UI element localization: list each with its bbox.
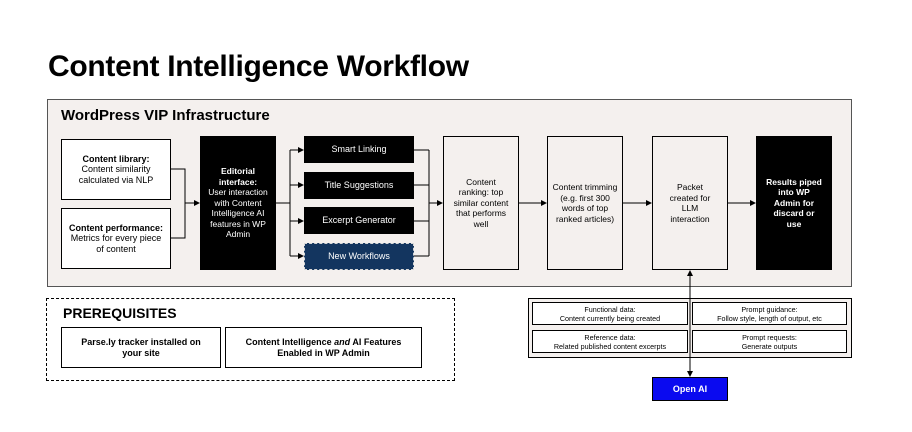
excerpt-generator-box: Excerpt Generator bbox=[304, 207, 414, 234]
prerequisites-panel bbox=[46, 298, 455, 381]
connector-performance bbox=[171, 203, 186, 239]
editorial-interface-heading: Editorial interface: bbox=[218, 166, 258, 187]
new-workflows-box: New Workflows bbox=[304, 243, 414, 270]
page-title: Content Intelligence Workflow bbox=[48, 50, 469, 83]
prereq-text-before: Content Intelligence bbox=[245, 337, 335, 347]
connector-fanin-stubs bbox=[414, 149, 429, 257]
content-library-text: Content similarity calculated via NLP bbox=[78, 164, 154, 185]
prereq-parsely-tracker: Parse.ly tracker installed on your site bbox=[61, 327, 221, 368]
prompt-guidance-label: Prompt guidance: bbox=[741, 304, 798, 314]
connector-library bbox=[171, 168, 186, 203]
content-performance-box: Content performance: Metrics for every p… bbox=[61, 208, 171, 269]
prereq-text-after: AI Features Enabled in WP Admin bbox=[277, 337, 402, 358]
prompt-guidance-text: Follow style, length of output, etc bbox=[717, 313, 822, 323]
content-performance-text: Metrics for every piece of content bbox=[70, 233, 162, 254]
reference-data-text: Related published content excerpts bbox=[553, 341, 667, 351]
editorial-interface-text: User interaction with Content Intelligen… bbox=[208, 187, 268, 240]
content-library-box: Content library: Content similarity calc… bbox=[61, 139, 171, 200]
smart-linking-box: Smart Linking bbox=[304, 136, 414, 163]
functional-data-box: Functional data: Content currently being… bbox=[532, 302, 688, 325]
infrastructure-title: WordPress VIP Infrastructure bbox=[61, 107, 270, 124]
reference-data-box: Reference data: Related published conten… bbox=[532, 330, 688, 353]
content-performance-heading: Content performance: bbox=[68, 222, 163, 233]
functional-data-label: Functional data: bbox=[584, 304, 636, 314]
reference-data-label: Reference data: bbox=[584, 332, 636, 342]
content-ranking-box: Content ranking: top similar content tha… bbox=[443, 136, 519, 270]
prompt-requests-label: Prompt requests: bbox=[742, 332, 797, 342]
prompt-guidance-box: Prompt guidance: Follow style, length of… bbox=[692, 302, 847, 325]
prerequisites-title: PREREQUISITES bbox=[63, 305, 177, 321]
content-trimming-box: Content trimming (e.g. first 300 words o… bbox=[547, 136, 623, 270]
title-suggestions-box: Title Suggestions bbox=[304, 172, 414, 199]
content-library-heading: Content library: bbox=[82, 153, 150, 164]
prompt-requests-box: Prompt requests: Generate outputs bbox=[692, 330, 847, 353]
functional-data-text: Content currently being created bbox=[559, 313, 661, 323]
prereq-content-intelligence: Content Intelligence and AI Features Ena… bbox=[225, 327, 422, 368]
prompt-requests-text: Generate outputs bbox=[741, 341, 798, 351]
prereq-text-em: and bbox=[334, 337, 351, 347]
editorial-interface-box: Editorial interface: User interaction wi… bbox=[200, 136, 276, 270]
results-box: Results piped into WP Admin for discard … bbox=[756, 136, 832, 270]
openai-box: Open AI bbox=[652, 377, 728, 401]
packet-box: Packet created for LLM interaction bbox=[652, 136, 728, 270]
